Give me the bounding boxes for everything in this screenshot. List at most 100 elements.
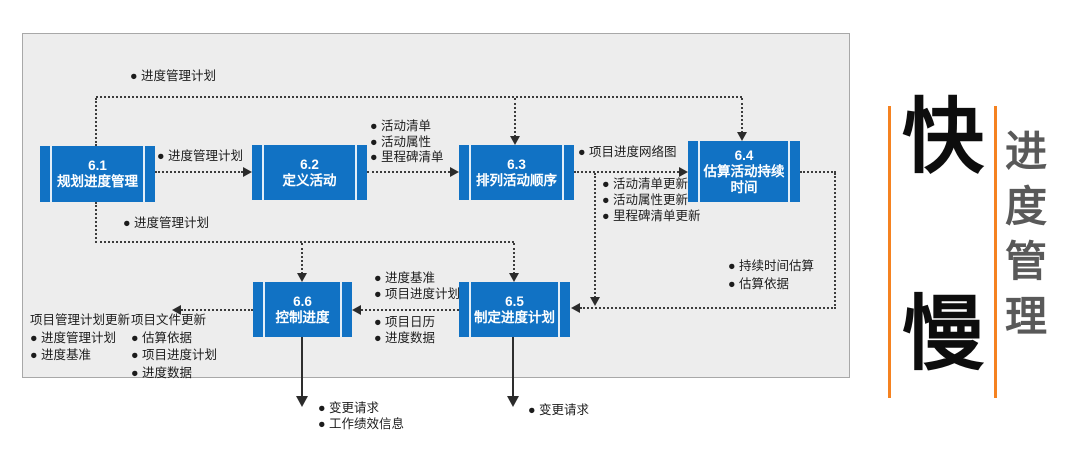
flow-line-6-3-updates-drop (594, 173, 596, 298)
box-stripe-left (262, 145, 264, 200)
flow-line-lower-into-6-5 (513, 243, 515, 274)
process-box-6-4: 6.4 估算活动持续时间 (688, 141, 800, 202)
box-stripe-left (469, 145, 471, 200)
arrowhead-left-into-6-6 (352, 305, 361, 315)
process-title: 规划进度管理 (57, 174, 138, 189)
flow-label-top-loop: ● 进度管理计划 (130, 69, 217, 83)
flow-line-6-5-to-6-6 (361, 309, 459, 311)
flow-line-top-into-6-4 (741, 98, 743, 133)
process-box-6-5: 6.5 制定进度计划 (459, 282, 570, 337)
flow-label-line: ● 变更请求 (318, 401, 380, 415)
flow-label-6-5-to-6-6-upper: ● 进度基准 ● 项目进度计划 (374, 271, 460, 302)
arrowhead-down-6-3-updates (590, 297, 600, 306)
flow-label-6-6-down: ● 变更请求 ● 工作绩效信息 (318, 400, 404, 432)
flow-label-line: ● 进度数据 (131, 365, 193, 380)
box-stripe-right (340, 282, 342, 337)
box-stripe-right (788, 141, 790, 202)
flow-line-6-6-down (301, 337, 303, 398)
flow-label-6-3-updates: ● 活动清单更新 ● 活动属性更新 ● 里程碑清单更新 (602, 176, 701, 224)
flow-line-6-4-drop (834, 173, 836, 309)
arrowhead-right-into-6-3 (450, 167, 459, 177)
process-title: 控制进度 (275, 309, 330, 325)
flow-label-line: ● 里程碑清单更新 (602, 209, 701, 223)
flow-line-into-6-5-right (580, 307, 836, 309)
arrowhead-right-into-6-4 (679, 167, 688, 177)
arrowhead-left-6-6-outputs (172, 305, 181, 315)
box-stripe-right (558, 282, 560, 337)
flow-label-line: ● 估算依据 (131, 330, 193, 345)
arrowhead-down-6-6-change-requests (296, 396, 308, 407)
flow-line-6-3-to-6-4 (574, 171, 679, 173)
flow-line-6-1-to-6-2 (155, 171, 243, 173)
process-box-6-2: 6.2 定义活动 (252, 145, 367, 200)
flow-label-line: ● 项目日历 (374, 315, 436, 329)
flow-label-line: ● 估算依据 (728, 276, 790, 291)
process-code: 6.5 (505, 293, 524, 309)
arrowhead-down-into-6-6 (297, 273, 307, 282)
flow-label-line: ● 活动清单 (370, 119, 432, 133)
process-code: 6.6 (293, 293, 312, 309)
flow-line-6-2-to-6-3 (367, 171, 450, 173)
output-block-header: 项目文件更新 (131, 313, 207, 327)
flow-line-6-6-out-left (181, 309, 253, 311)
flow-label-line: ● 活动清单更新 (602, 177, 689, 191)
vertical-title-schedule-management: 进 度 管 理 (1005, 131, 1047, 338)
flow-label-line: ● 里程碑清单 (370, 150, 444, 164)
arrowhead-down-6-5-change-requests (507, 396, 519, 407)
fast-character: 快 (901, 92, 984, 183)
output-block-plan-updates: 项目管理计划更新 ● 进度管理计划 ● 进度基准 (30, 312, 130, 365)
box-stripe-left (50, 146, 52, 202)
flow-label-line: ● 工作绩效信息 (318, 417, 405, 431)
process-title: 制定进度计划 (474, 309, 555, 325)
arrowhead-down-into-6-4 (737, 132, 747, 141)
vertical-title-char: 度 (1005, 183, 1048, 230)
accent-bar-left (888, 106, 891, 398)
flow-label-6-2-to-6-3: ● 活动清单 ● 活动属性 ● 里程碑清单 (370, 119, 444, 166)
output-block-header: 项目管理计划更新 (30, 313, 131, 327)
process-title: 定义活动 (282, 172, 337, 188)
flow-line-top-into-6-3 (514, 98, 516, 137)
output-block-doc-updates: 项目文件更新 ● 估算依据 ● 项目进度计划 ● 进度数据 (131, 312, 217, 382)
diagram-canvas (22, 33, 850, 378)
process-box-6-3: 6.3 排列活动顺序 (459, 145, 574, 200)
process-box-6-6: 6.6 控制进度 (253, 282, 352, 337)
process-code: 6.1 (88, 158, 107, 173)
process-code: 6.3 (507, 156, 526, 172)
flow-label-line: ● 项目进度计划 (131, 348, 218, 362)
box-stripe-left (263, 282, 265, 337)
flow-label-6-3-to-6-4: ● 项目进度网络图 (578, 145, 677, 159)
arrowhead-left-into-6-5 (571, 303, 580, 313)
vertical-title-char: 进 (1005, 128, 1048, 175)
flow-line-lower-loop-drop (95, 202, 97, 243)
arrowhead-right-into-6-2 (243, 167, 252, 177)
flow-line-lower-into-6-6 (301, 243, 303, 274)
arrowhead-down-into-6-3 (510, 136, 520, 145)
flow-line-top-loop (96, 96, 742, 98)
arrowhead-down-into-6-5 (509, 273, 519, 282)
box-stripe-right (562, 145, 564, 200)
vertical-title-char: 理 (1005, 293, 1048, 340)
flow-label-line: ● 持续时间估算 (728, 259, 815, 273)
process-code: 6.4 (734, 147, 754, 163)
slow-character: 慢 (901, 289, 984, 380)
vertical-title-char: 管 (1005, 238, 1048, 285)
flow-label-6-5-to-6-6-lower: ● 项目日历 ● 进度数据 (374, 314, 435, 346)
flow-label-line: ● 进度基准 (30, 348, 92, 362)
process-title: 估算活动持续时间 (703, 163, 785, 195)
accent-bar-right (994, 106, 997, 398)
process-code: 6.2 (300, 156, 319, 172)
flow-label-6-1-to-6-2: ● 进度管理计划 (157, 149, 244, 163)
flow-line-lower-loop (95, 241, 514, 243)
flow-line-6-5-down (512, 337, 514, 398)
flow-label-line: ● 进度管理计划 (30, 330, 117, 345)
box-stripe-left (698, 141, 700, 202)
flow-label-line: ● 进度数据 (374, 331, 436, 345)
box-stripe-right (355, 145, 357, 200)
flow-label-6-5-down: ● 变更请求 (528, 403, 590, 417)
process-box-6-1: 6.1 规划进度管理 (40, 146, 155, 202)
flow-line-6-4-out (800, 171, 836, 173)
flow-line-top-loop-rise (95, 98, 97, 146)
flow-label-line: ● 项目进度计划 (374, 286, 461, 301)
box-stripe-right (143, 146, 145, 202)
